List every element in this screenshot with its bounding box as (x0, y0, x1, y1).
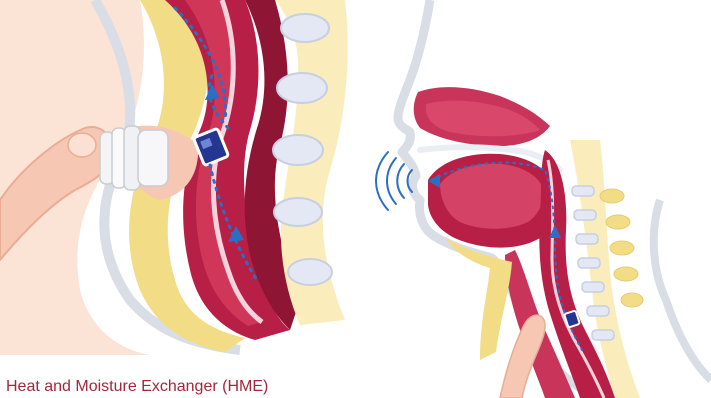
closeup-vertebra (281, 14, 329, 42)
cervical-vertebra (576, 234, 598, 244)
spinous-process (606, 215, 630, 229)
hme-housing (100, 126, 168, 190)
closeup-vertebra (273, 135, 323, 165)
spinous-process (621, 293, 643, 307)
closeup-vertebra (277, 73, 327, 103)
closeup-vertebra (274, 198, 322, 226)
spinous-process (610, 241, 634, 255)
sagittal-panel (376, 0, 711, 398)
cervical-vertebra (572, 186, 594, 196)
cervical-vertebra (592, 330, 614, 340)
cervical-vertebra (582, 282, 604, 292)
tongue-highlight (440, 164, 543, 229)
closeup-vertebra (288, 259, 332, 285)
spinous-process (600, 189, 624, 203)
figure-caption: Heat and Moisture Exchanger (HME) (6, 377, 268, 397)
closeup-panel (0, 0, 348, 355)
submandibular-fat (445, 238, 512, 360)
neck-back-outline (654, 200, 711, 380)
spinous-process (614, 267, 638, 281)
cervical-vertebra (574, 210, 596, 220)
cervical-vertebra (578, 258, 600, 268)
cervical-vertebra (587, 306, 609, 316)
